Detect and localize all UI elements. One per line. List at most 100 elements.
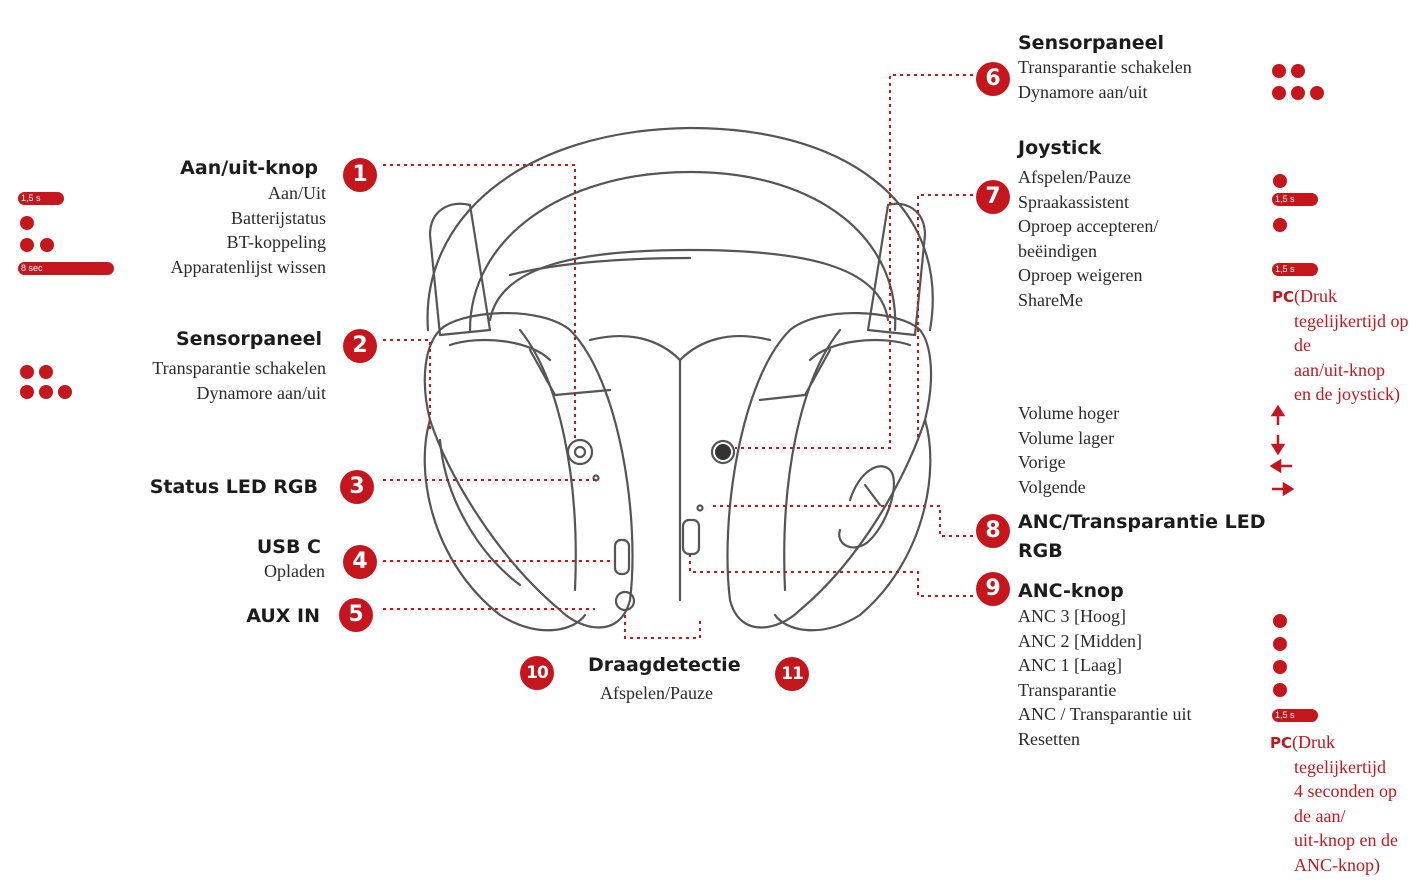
direction-line: Volume hoger [1018, 403, 1120, 423]
pc-label: PC [1270, 734, 1293, 752]
direction-line: Vorige [1018, 452, 1066, 472]
direction-line: Volgende [1018, 476, 1086, 497]
callout-4-title: USB C [256, 536, 321, 558]
dot-indicator-icon [1273, 660, 1287, 674]
wear-detection-line: Afspelen/Pauze [600, 683, 713, 703]
callout-7-pc-note: PC(Druk tegelijkertijd op de aan/uit-kno… [1272, 284, 1422, 407]
headband-outer [426, 126, 934, 332]
callout-9-note-line: uit-knop en de [1294, 830, 1398, 850]
callout-5-badge: 5 [339, 598, 373, 632]
long-press-pill-icon: 8 sec [18, 262, 114, 275]
callout-9-title: ANC-knop [1018, 580, 1124, 602]
callout-8-title-line: ANC/Transparantie LED [1018, 511, 1266, 533]
callout-2-line: Dynamore aan/uit [196, 382, 326, 403]
dot-indicator-icon [20, 365, 34, 379]
callout-7-title: Joystick [1018, 137, 1102, 159]
callout-7-line: Oproep accepteren/ [1018, 216, 1159, 236]
callout-8-badge: 8 [976, 514, 1010, 548]
dot-indicator-icon [1272, 86, 1286, 100]
callout-9-note-line: ANC-knop) [1294, 854, 1380, 875]
callout-2-lines: Transparantie schakelen Dynamore aan/uit [152, 356, 326, 405]
callout-9-badge: 9 [976, 572, 1010, 606]
pc-label: PC [1272, 288, 1295, 306]
callout-1-badge: 1 [343, 158, 377, 192]
long-press-pill-icon: 1,5 s [1272, 263, 1318, 276]
callout-7-line: ShareMe [1018, 289, 1083, 310]
callout-9-line: ANC 3 [Hoog] [1018, 606, 1126, 626]
callout-6-line: Transparantie schakelen [1018, 57, 1192, 77]
dot-indicator-icon [39, 365, 53, 379]
callout-3-badge: 3 [340, 470, 374, 504]
callout-9-note-line: tegelijkertijd [1294, 756, 1386, 777]
joystick-directions: Volume hoger Volume lager Vorige Volgend… [1018, 401, 1119, 499]
headband-inner [468, 170, 897, 332]
callout-5-title: AUX IN [246, 605, 320, 627]
dot-indicator-icon [1291, 86, 1305, 100]
callout-7-lines: Afspelen/Pauze Spraakassistent Oproep ac… [1018, 165, 1158, 312]
dot-indicator-icon [1273, 637, 1287, 651]
wear-detection-title: Draagdetectie [588, 654, 741, 676]
dot-indicator-icon [1272, 64, 1286, 78]
callout-1-line: BT-koppeling [226, 232, 326, 252]
callout-9-line: ANC / Transparantie uit [1018, 704, 1192, 724]
arrow-right-icon [1272, 481, 1295, 497]
callout-9-line: Transparantie [1018, 679, 1117, 700]
callout-1-line: Apparatenlijst wissen [170, 256, 326, 277]
callout-9-note-line: 4 seconden op [1294, 781, 1397, 801]
arrow-left-icon [1269, 458, 1292, 474]
callout-2-badge: 2 [343, 329, 377, 363]
callout-9-lines: ANC 3 [Hoog] ANC 2 [Midden] ANC 1 [Laag]… [1018, 604, 1192, 751]
callout-6-lines: Transparantie schakelen Dynamore aan/uit [1018, 55, 1192, 104]
callout-4-line: Opladen [264, 561, 325, 581]
callout-1-lines: Aan/Uit Batterijstatus BT-koppeling Appa… [171, 181, 326, 279]
callout-7-line: Spraakassistent [1018, 191, 1129, 212]
callout-9-line: ANC 1 [Laag] [1018, 655, 1122, 675]
long-press-pill-icon: 1,5 s [1272, 193, 1318, 206]
dot-indicator-icon [1273, 174, 1287, 188]
callout-1-title: Aan/uit-knop [180, 157, 318, 179]
callout-11-badge: 11 [775, 657, 809, 691]
right-earcup [726, 311, 933, 629]
callout-6-line: Dynamore aan/uit [1018, 81, 1148, 102]
dot-indicator-icon [20, 216, 34, 230]
callout-7-badge: 7 [976, 180, 1010, 214]
long-press-pill-icon: 1,5 s [18, 192, 64, 205]
left-earcup [423, 311, 634, 629]
callout-9-pc-note: PC(Druk tegelijkertijd 4 seconden op de … [1270, 730, 1420, 877]
callout-1-line: Aan/Uit [268, 183, 326, 203]
direction-arrows [1269, 405, 1295, 497]
callout-2-line: Transparantie schakelen [152, 358, 326, 378]
dot-indicator-icon [40, 238, 54, 252]
arrow-up-icon [1270, 405, 1286, 425]
dot-indicator-icon [20, 385, 34, 399]
callout-7-note-line: (Druk [1294, 286, 1338, 306]
callout-7-line: Afspelen/Pauze [1018, 167, 1131, 187]
callout-9-line: ANC 2 [Midden] [1018, 630, 1142, 651]
callout-9-note-line: (Druk [1292, 732, 1336, 752]
callout-6-badge: 6 [976, 62, 1010, 96]
arrow-down-icon [1270, 435, 1286, 456]
dot-indicator-icon [20, 238, 34, 252]
callout-8-title-line: RGB [1018, 540, 1063, 562]
dot-indicator-icon [1291, 64, 1305, 78]
callout-6-title: Sensorpaneel [1018, 32, 1165, 54]
callout-2-title: Sensorpaneel [175, 328, 322, 350]
dot-indicator-icon [1273, 683, 1287, 697]
callout-7-note-line: aan/uit-knop [1294, 359, 1385, 380]
callout-7-note-line: de [1294, 335, 1311, 355]
callout-7-line: Oproep weigeren [1018, 265, 1143, 285]
callout-10-badge: 10 [520, 656, 554, 690]
callout-3-title: Status LED RGB [149, 476, 318, 498]
callout-7-note-line: tegelijkertijd op [1294, 310, 1409, 331]
callout-7-note-line: en de joystick) [1294, 384, 1400, 404]
long-press-pill-icon: 1,5 s [1272, 709, 1318, 722]
dot-indicator-icon [1310, 86, 1324, 100]
dot-indicator-icon [39, 385, 53, 399]
callout-1-line: Batterijstatus [231, 207, 326, 228]
callout-9-line: Resetten [1018, 728, 1080, 749]
callout-7-line: beëindigen [1018, 240, 1097, 261]
callout-4-badge: 4 [343, 545, 377, 579]
dot-indicator-icon [58, 385, 72, 399]
dot-indicator-icon [1273, 218, 1287, 232]
